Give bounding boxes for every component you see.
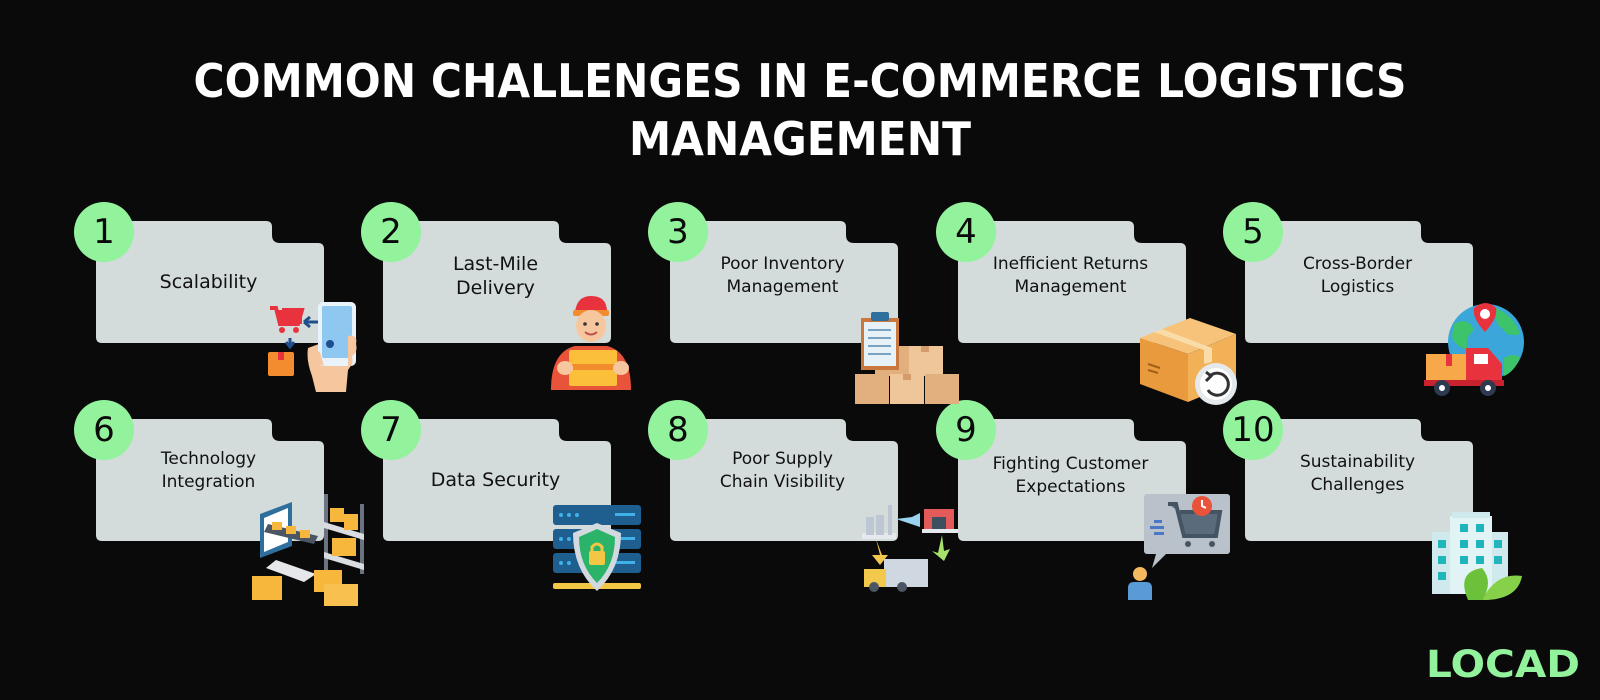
challenge-card-4: Inefficient Returns Management (958, 221, 1188, 345)
delivery-person-icon (551, 296, 631, 390)
challenge-card-3: Poor Inventory Management (670, 221, 900, 345)
challenge-label: Technology Integration (160, 449, 257, 492)
globe-truck-icon (1424, 303, 1524, 396)
challenge-label: Data Security (430, 469, 561, 491)
card-folder-shape (96, 221, 324, 343)
locad-logo: LOCAD (1426, 643, 1580, 686)
card-folder-shape (1245, 221, 1473, 343)
challenge-card-6: Technology Integration (96, 419, 326, 543)
card-folder-shape (1245, 419, 1473, 541)
number-badge-8: 8 (648, 400, 708, 460)
number-badge-6: 6 (74, 400, 134, 460)
title-line-2: MANAGEMENT (628, 112, 971, 166)
challenge-label: Poor Supply Chain Visibility (719, 449, 846, 492)
number-badge-10: 10 (1223, 400, 1283, 460)
challenge-card-1: Scalability (96, 221, 326, 345)
server-shield-icon (553, 505, 641, 591)
challenge-label: Poor Inventory Management (720, 254, 845, 297)
card-folder-shape (670, 221, 898, 343)
challenge-card-9: Fighting Customer Expectations (958, 419, 1188, 543)
challenge-label: Cross-Border Logistics (1302, 254, 1413, 297)
number-badge-5: 5 (1223, 202, 1283, 262)
return-box-icon (1140, 318, 1237, 405)
challenge-label: Inefficient Returns Management (992, 254, 1149, 297)
number-badge-7: 7 (361, 400, 421, 460)
customer-cart-clock-icon (1128, 494, 1230, 600)
locad-logo-mark: LOCAD (1426, 643, 1580, 686)
challenge-card-2: Last-Mile Delivery (383, 221, 613, 345)
number-badge-9: 9 (936, 400, 996, 460)
inventory-clipboard-boxes-icon (855, 312, 959, 404)
challenge-label: Fighting Customer Expectations (992, 454, 1149, 497)
computer-warehouse-icon (252, 494, 364, 606)
green-building-icon (1432, 512, 1522, 600)
challenge-label: Scalability (159, 271, 258, 293)
mobile-shopping-icon (268, 302, 357, 392)
page-title: COMMON CHALLENGES IN E-COMMERCE LOGISTIC… (64, 52, 1536, 168)
number-badge-1: 1 (74, 202, 134, 262)
challenge-label: Sustainability Challenges (1299, 452, 1416, 495)
challenge-card-10: Sustainability Challenges (1245, 419, 1475, 543)
challenge-card-8: Poor Supply Chain Visibility (670, 419, 900, 543)
number-badge-2: 2 (361, 202, 421, 262)
card-folder-shape (958, 221, 1186, 343)
card-folder-shape (383, 221, 611, 343)
svg-text:LOCAD: LOCAD (1426, 646, 1580, 680)
card-folder-shape (96, 419, 324, 541)
number-badge-3: 3 (648, 202, 708, 262)
number-badge-4: 4 (936, 202, 996, 262)
challenge-card-5: Cross-Border Logistics (1245, 221, 1475, 345)
supply-chain-cycle-icon (862, 505, 958, 592)
card-folder-shape (670, 419, 898, 541)
challenge-label: Last-Mile Delivery (452, 253, 539, 299)
card-folder-shape (958, 419, 1186, 541)
title-line-1: COMMON CHALLENGES IN E-COMMERCE LOGISTIC… (193, 54, 1407, 108)
